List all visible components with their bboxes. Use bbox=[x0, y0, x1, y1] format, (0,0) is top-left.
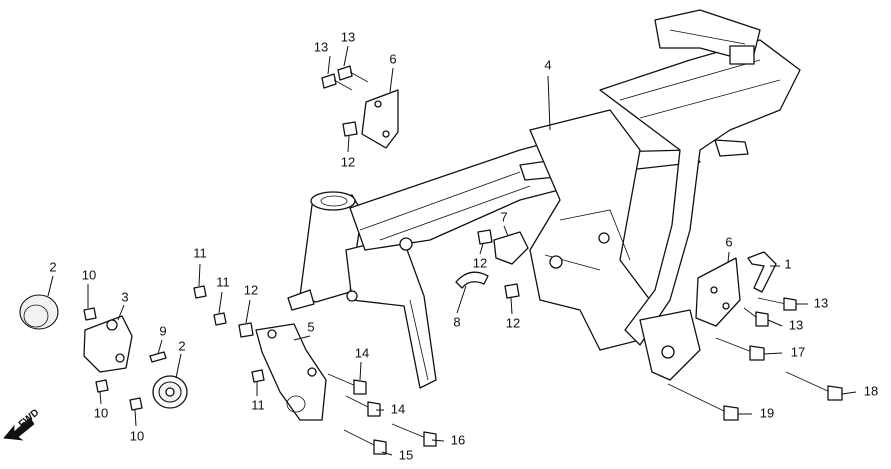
leader-lines bbox=[47, 45, 857, 456]
band-part-8 bbox=[455, 271, 489, 289]
bolts-part-13-right bbox=[743, 297, 797, 327]
callout-3: 3 bbox=[121, 289, 128, 304]
callout-10: 10 bbox=[82, 267, 96, 282]
cap-part-2-left bbox=[19, 294, 59, 330]
callout-6: 6 bbox=[389, 51, 396, 66]
callout-11: 11 bbox=[193, 245, 207, 260]
callout-7: 7 bbox=[500, 209, 507, 224]
callout-18: 18 bbox=[864, 383, 878, 398]
callout-1: 1 bbox=[784, 256, 791, 271]
nut-part-10 bbox=[83, 307, 143, 411]
callout-2: 2 bbox=[178, 338, 185, 353]
callout-12: 12 bbox=[473, 255, 487, 270]
bracket-part-3 bbox=[83, 315, 133, 373]
callout-19: 19 bbox=[760, 405, 774, 420]
callout-12: 12 bbox=[506, 315, 520, 330]
callout-14: 14 bbox=[391, 401, 405, 416]
bolts-part-13-top bbox=[321, 65, 369, 91]
bolt-part-18 bbox=[785, 371, 843, 401]
main-frame bbox=[287, 9, 801, 389]
callout-labels: 1 2 2 3 4 5 6 6 7 8 9 10 10 10 11 11 11 … bbox=[49, 29, 878, 462]
callout-4: 4 bbox=[544, 57, 551, 72]
callout-10: 10 bbox=[130, 428, 144, 443]
callout-15: 15 bbox=[399, 447, 413, 462]
callout-12: 12 bbox=[341, 154, 355, 169]
hook-part-1 bbox=[747, 251, 777, 293]
callout-14: 14 bbox=[355, 345, 369, 360]
bolt-part-15 bbox=[343, 429, 387, 455]
clamp-part-7 bbox=[493, 231, 529, 265]
bolt-part-17 bbox=[715, 337, 765, 361]
callout-9: 9 bbox=[159, 323, 166, 338]
bolts-part-14 bbox=[327, 373, 381, 417]
callout-2: 2 bbox=[49, 259, 56, 274]
bolt-part-19 bbox=[667, 383, 739, 421]
callout-6: 6 bbox=[725, 234, 732, 249]
callout-11: 11 bbox=[216, 274, 230, 289]
bolt-part-9 bbox=[149, 351, 167, 363]
callout-8: 8 bbox=[453, 314, 460, 329]
callout-13: 13 bbox=[814, 295, 828, 310]
callout-17: 17 bbox=[791, 344, 805, 359]
forward-direction-indicator: FWD bbox=[3, 407, 41, 441]
forward-arrow-icon bbox=[3, 417, 35, 441]
bolt-part-16 bbox=[391, 423, 437, 447]
callout-13: 13 bbox=[789, 317, 803, 332]
callout-10: 10 bbox=[94, 405, 108, 420]
callout-11: 11 bbox=[251, 397, 265, 412]
callout-12: 12 bbox=[244, 282, 258, 297]
bracket-part-6-right bbox=[695, 257, 741, 327]
nut-part-12 bbox=[238, 121, 520, 338]
callout-16: 16 bbox=[451, 432, 465, 447]
plate-part-5 bbox=[255, 323, 327, 421]
cap-part-2-center bbox=[152, 375, 188, 409]
callout-13: 13 bbox=[341, 29, 355, 44]
nut-part-11 bbox=[193, 285, 265, 383]
bracket-part-6-top bbox=[361, 89, 399, 149]
callout-5: 5 bbox=[307, 319, 314, 334]
callout-13: 13 bbox=[314, 39, 328, 54]
